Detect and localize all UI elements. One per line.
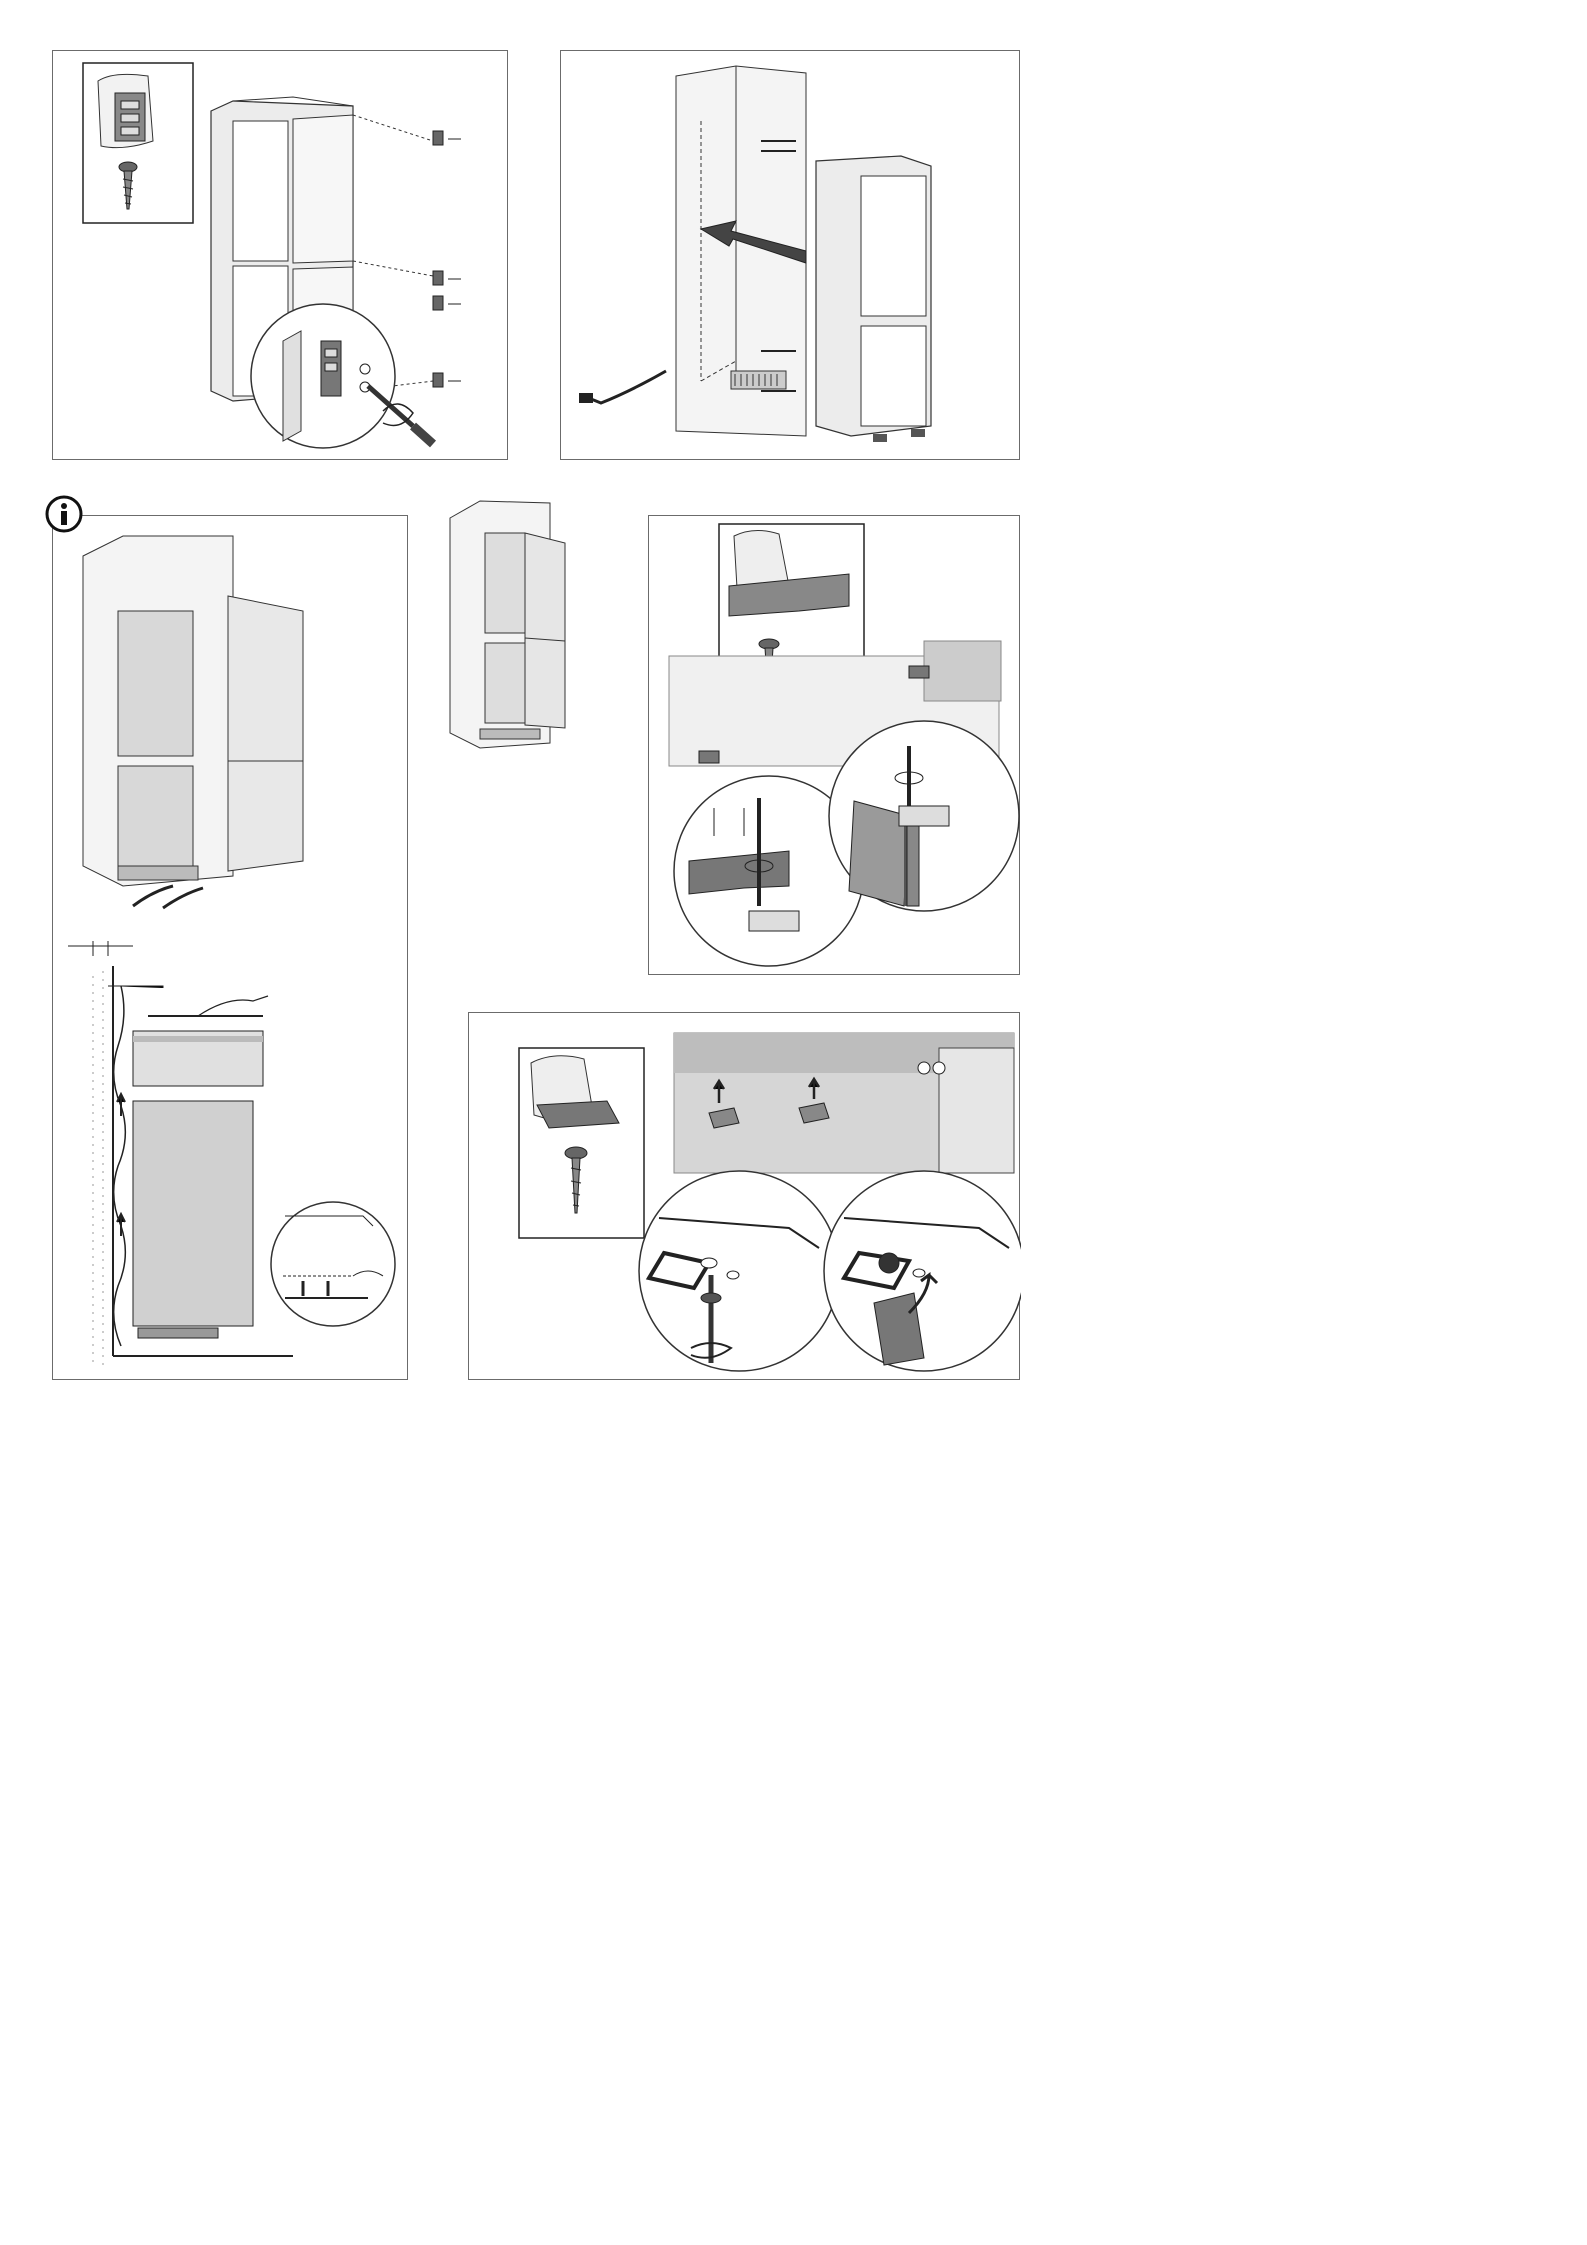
ventilation-illustration: [53, 516, 409, 1381]
figure-plinth-fixing: [648, 515, 1020, 975]
plinth-fixing-illustration: [649, 516, 1021, 976]
clip-icon: [537, 1101, 619, 1128]
info-circle-icon: [44, 494, 84, 534]
figure-hinge-bracket: [52, 50, 508, 460]
slide-in-illustration: [561, 51, 1021, 461]
hinge-bracket-illustration: [53, 51, 509, 461]
plug-icon: [579, 393, 593, 403]
airflow-up-line: [114, 986, 126, 1346]
detail-magnifier-left: [639, 1171, 839, 1371]
detail-magnifier: [271, 1202, 395, 1326]
figure-ventilation: [52, 515, 408, 1380]
figure-top-clip-fixing: [468, 1012, 1020, 1380]
hinge-brackets: [433, 131, 461, 387]
open-door: [228, 596, 303, 871]
airflow-in-arrows: [133, 886, 203, 908]
top-clip-illustration: [469, 1013, 1021, 1381]
power-cord: [591, 371, 666, 403]
figure-appliance-door-open: [440, 493, 580, 758]
figure-slide-in: [560, 50, 1020, 460]
